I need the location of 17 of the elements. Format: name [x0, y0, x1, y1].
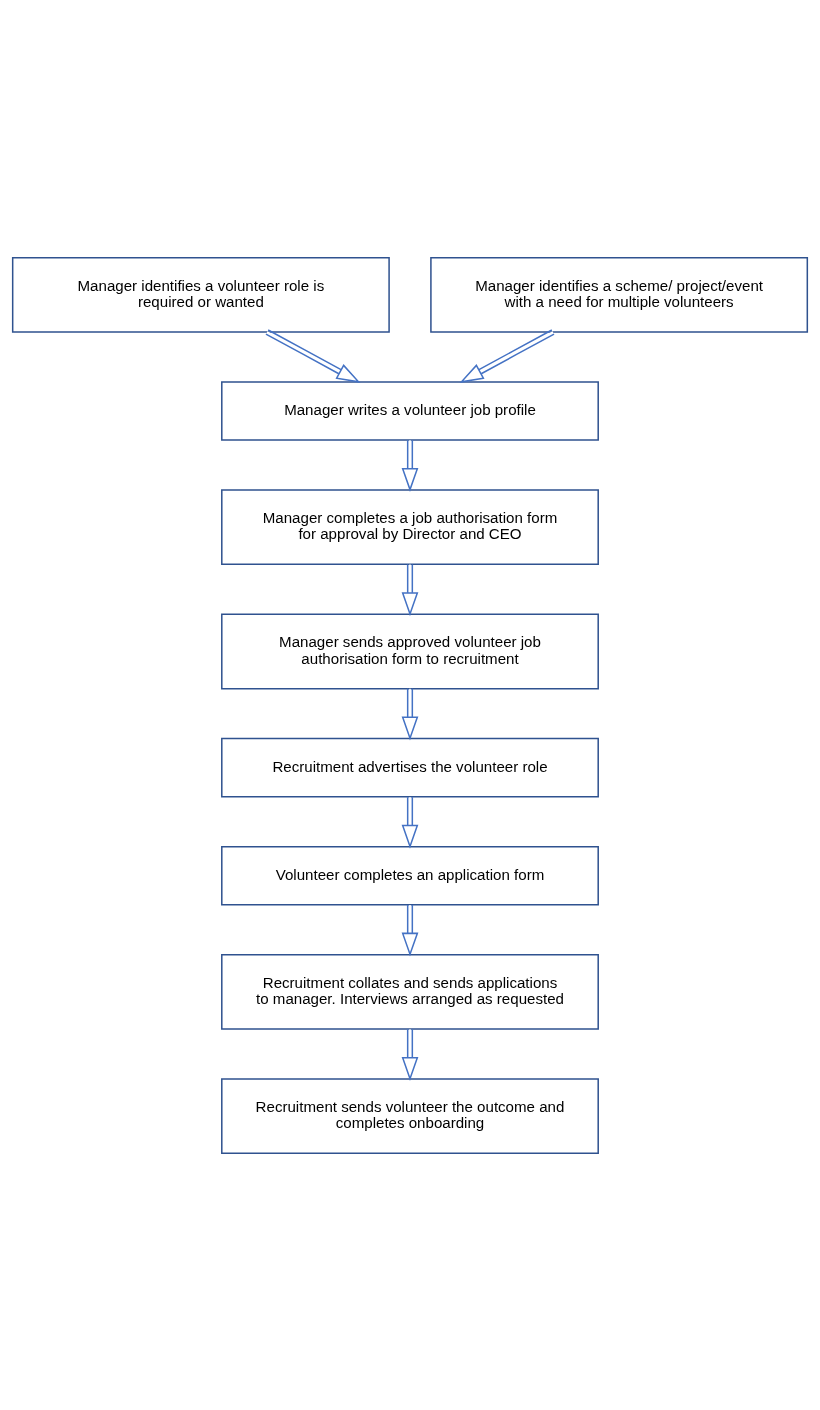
arrow: [265, 328, 361, 383]
arrow: [401, 687, 419, 741]
arrow: [401, 1028, 419, 1081]
node-box: Recruitment advertises the volunteer role: [221, 737, 599, 797]
node-box: Manager identifies a volunteer role is required or wanted: [11, 256, 390, 333]
node-box: Manager writes a volunteer job profile: [221, 380, 599, 441]
node-box: Recruitment sends volunteer the outcome and completes onboarding: [221, 1077, 599, 1154]
node-box: Recruitment collates and sends applications to manager. Interviews arranged as requested: [221, 953, 599, 1030]
arrow: [401, 439, 419, 492]
node-box: Manager completes a job authorisation form for approval by Director and CEO: [221, 488, 599, 565]
node-box: Manager identifies a scheme/ project/event with a need for multiple volunteers: [430, 256, 809, 333]
arrow: [459, 328, 555, 383]
arrow: [401, 903, 419, 957]
node-box: Volunteer completes an application form: [221, 845, 599, 905]
node-box: Manager sends approved volunteer job authorisation form to recruitment: [221, 613, 599, 689]
arrow: [401, 795, 419, 849]
arrow: [401, 563, 419, 616]
